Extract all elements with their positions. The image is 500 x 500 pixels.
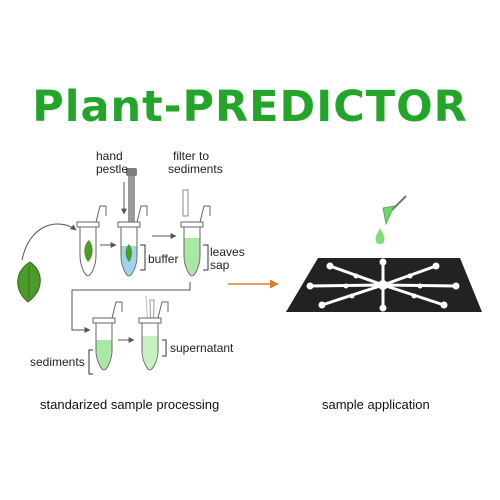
caption-application: sample application [322, 397, 430, 412]
tube-with-sap [180, 205, 211, 277]
label-hand: hand [96, 149, 123, 163]
label-pestle: pestle [96, 162, 129, 176]
filter-icon [182, 189, 189, 217]
connector-to-sediment-row [71, 282, 191, 333]
paper-chip [286, 258, 482, 312]
leaf-to-tube-arrow [21, 223, 77, 261]
tube-with-leaf [76, 205, 107, 277]
label-buffer: buffer [148, 252, 179, 266]
title: Plant-PREDICTOR [32, 82, 468, 132]
label-sediments-top: sediments [168, 162, 223, 176]
label-sediments: sediments [30, 355, 85, 369]
tube-with-buffer [117, 205, 148, 277]
tube-with-sediments [92, 301, 123, 371]
label-leaves: leaves [210, 245, 245, 259]
caption-processing: standarized sample processing [40, 397, 220, 412]
label-filter-to: filter to [173, 149, 210, 163]
label-supernatant: supernatant [170, 341, 234, 355]
tube-with-supernatant [138, 301, 169, 371]
application-pipette-icon [375, 195, 407, 244]
label-sap: sap [210, 258, 230, 272]
leaf-icon [17, 261, 41, 303]
